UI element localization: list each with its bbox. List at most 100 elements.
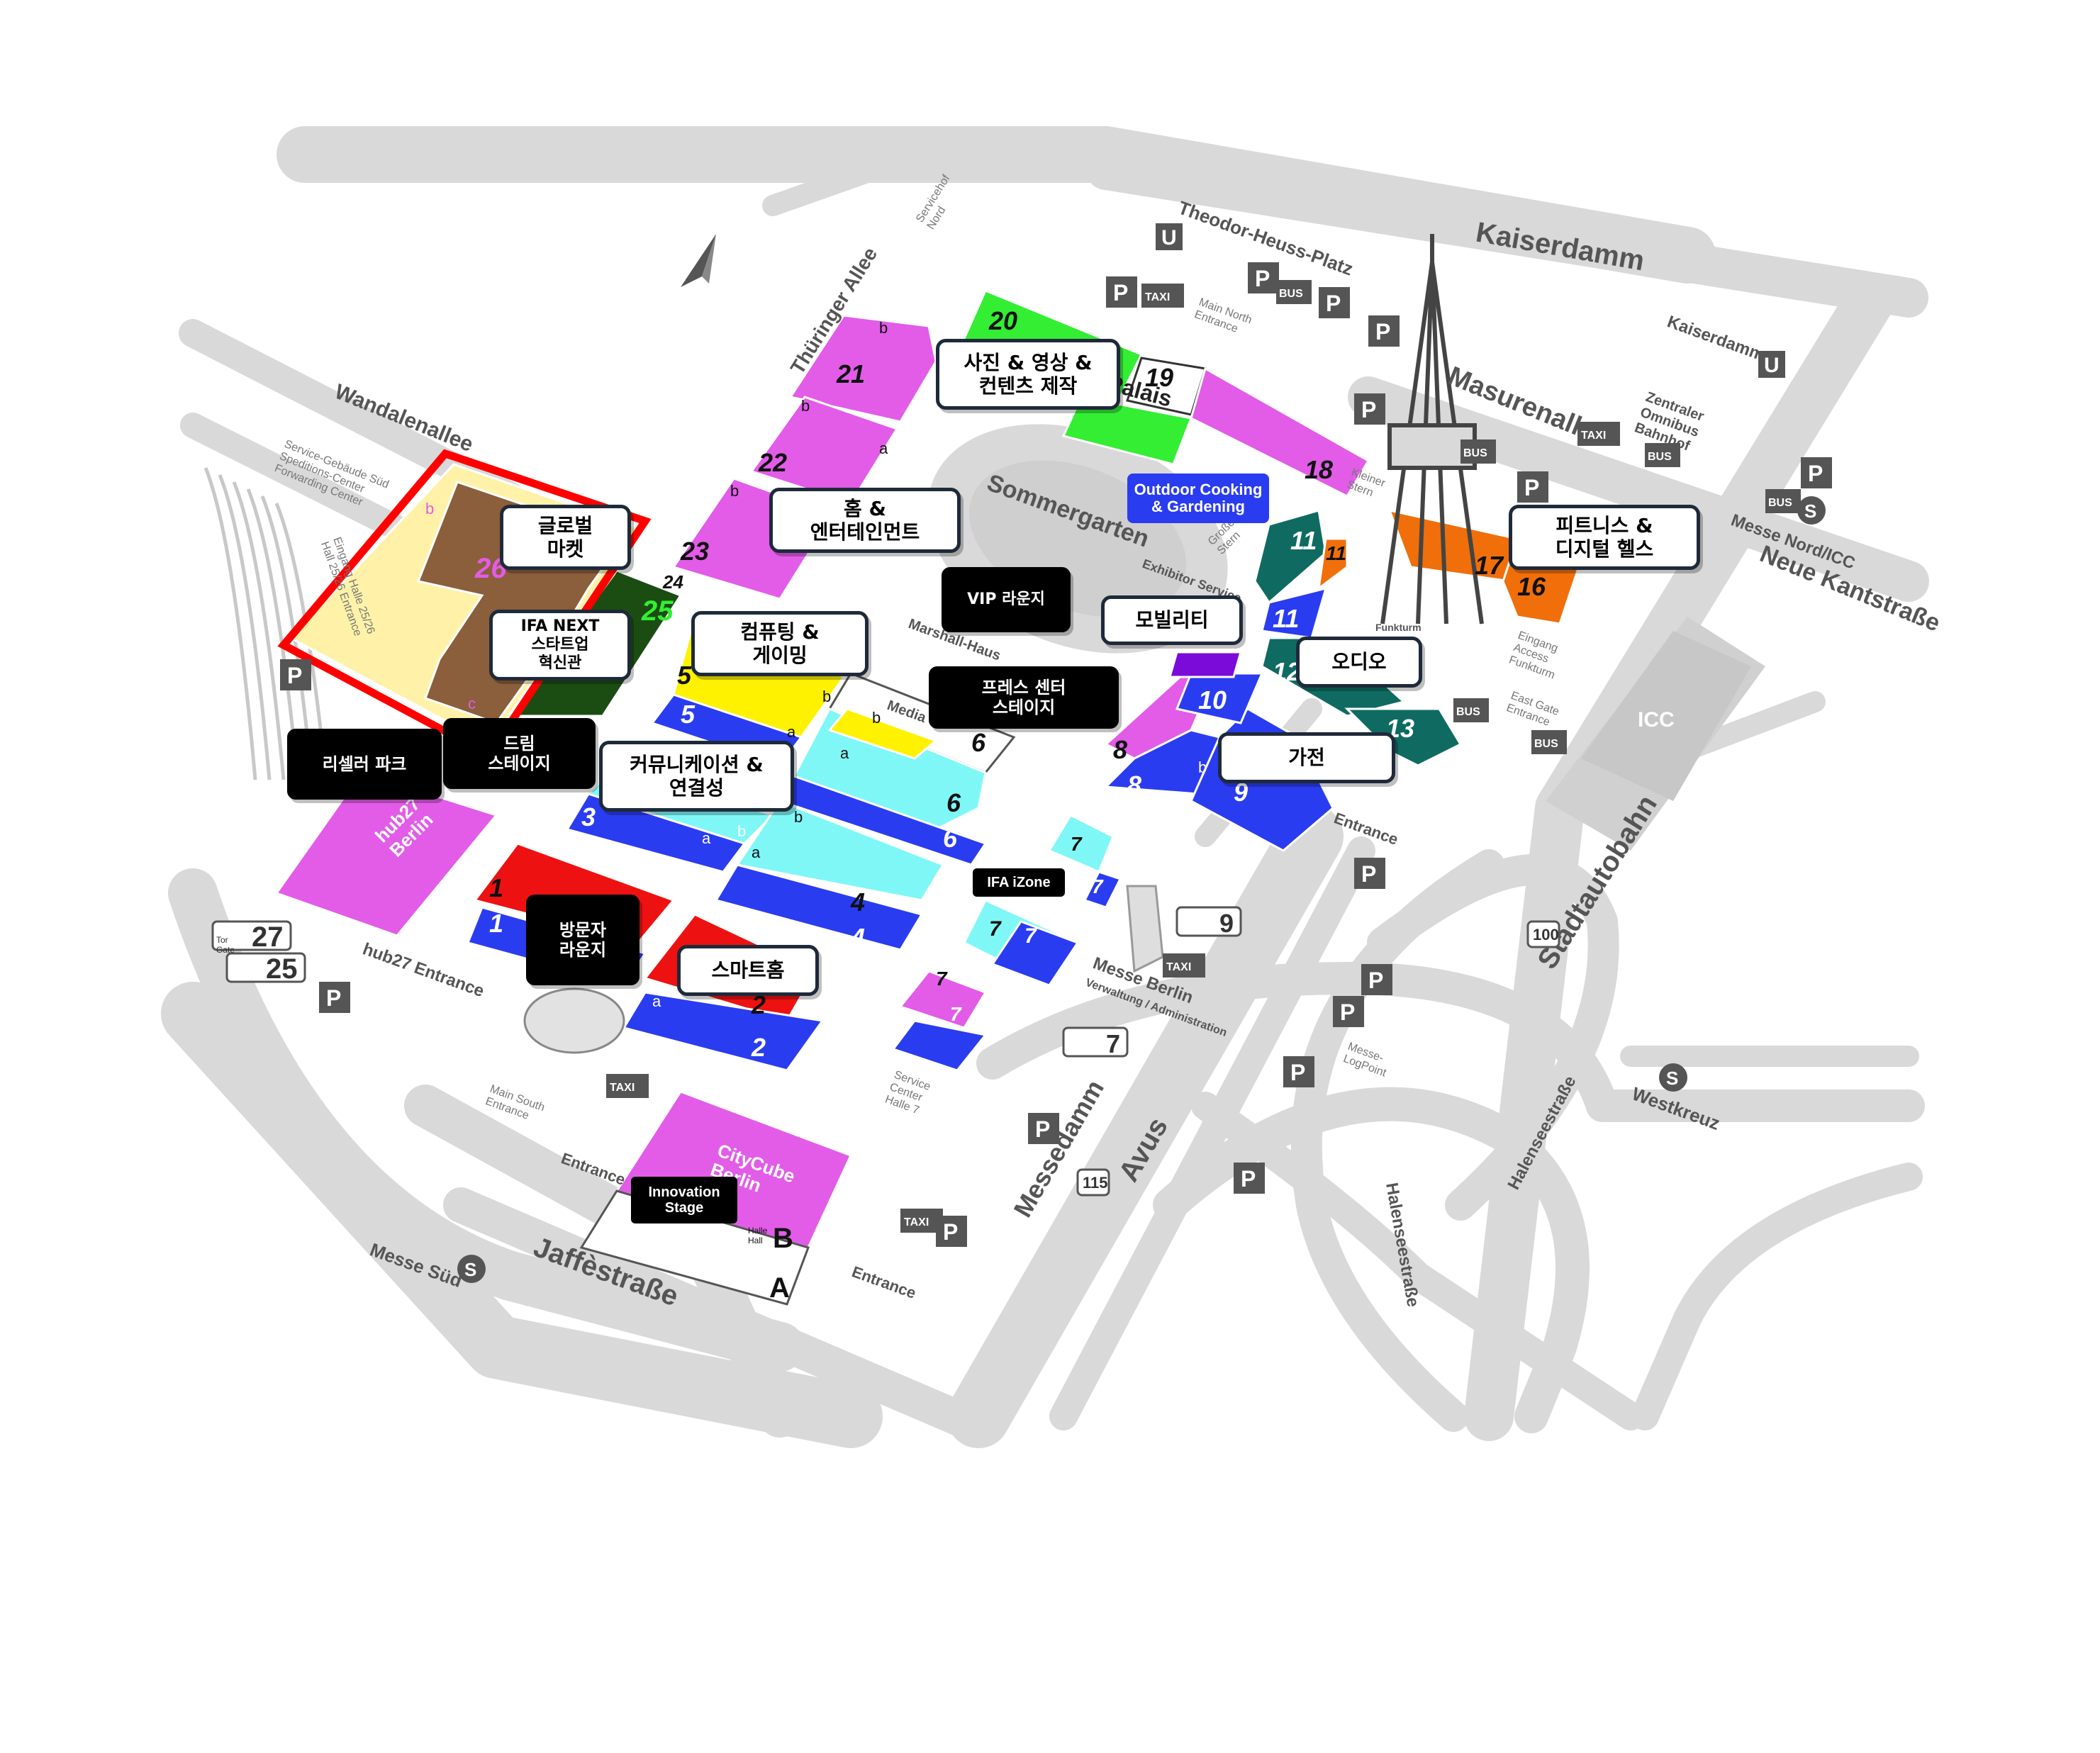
- letter-3a: a: [702, 829, 711, 847]
- callout-computing-gaming: 컴퓨팅 & 게이밍: [691, 611, 869, 676]
- parking-icon: P: [1028, 1113, 1059, 1144]
- parking-icon: P: [1248, 262, 1279, 293]
- transit-signs: P P P P P P P P P P P P P P P P TAXI TAX…: [280, 223, 1832, 1283]
- callout-visitor-lounge: 방문자 라운지: [526, 895, 640, 985]
- hall-4-2: [735, 800, 945, 902]
- svg-text:P: P: [287, 663, 302, 688]
- hall-7b-1: [990, 920, 1080, 987]
- num-24: 24: [662, 571, 683, 593]
- hub27: [274, 771, 498, 937]
- num-7c-1: 7: [1092, 875, 1104, 897]
- hall-number-labels: 26 25 24 23 22 21 20 19 18 17 16 11 11 1…: [474, 306, 1546, 1062]
- letter-22b: b: [801, 397, 810, 415]
- letter-26c: c: [468, 695, 476, 712]
- num-2-1: 2: [751, 1033, 766, 1062]
- ubahn-icon: U: [1758, 351, 1785, 378]
- callout-photo-video: 사진 & 영상 & 컨텐츠 제작: [936, 339, 1120, 410]
- num-2-2: 2: [751, 990, 766, 1019]
- bus-icon: BUS: [1276, 280, 1312, 304]
- halls: [274, 289, 1582, 1306]
- letter-5a: a: [787, 723, 796, 741]
- hall-7a-1: [891, 1019, 988, 1072]
- halle-a: A: [769, 1272, 790, 1304]
- callout-home-entertainment: 홈 & 엔터테인먼트: [769, 488, 961, 553]
- num-5-2: 5: [677, 661, 692, 690]
- num-22: 22: [758, 448, 787, 477]
- num-3-1: 3: [581, 802, 596, 831]
- innovation-stage-tag: Innovation Stage: [631, 1177, 737, 1223]
- svg-text:S: S: [1666, 1068, 1678, 1089]
- hall-18: [1190, 366, 1370, 498]
- ubahn-icon: U: [1156, 223, 1183, 250]
- svg-text:TAXI: TAXI: [904, 1216, 929, 1228]
- svg-text:TAXI: TAXI: [1166, 961, 1191, 973]
- north-arrow-icon: [681, 234, 716, 287]
- hall-7c-1: [1083, 870, 1122, 909]
- letter-3b: b: [737, 822, 746, 840]
- bus-icon: BUS: [1453, 698, 1489, 722]
- parking-icon: P: [280, 659, 311, 690]
- parking-icon: P: [1517, 471, 1548, 503]
- parking-icon: P: [1234, 1163, 1265, 1194]
- callout-smarthome: 스마트홈: [677, 945, 819, 996]
- svg-text:P: P: [326, 985, 341, 1011]
- svg-text:BUS: BUS: [1534, 738, 1558, 750]
- letter-22a: a: [879, 439, 888, 457]
- letter-5b: b: [822, 688, 831, 705]
- num-8: 8: [1113, 735, 1127, 764]
- num-7a: 7: [936, 968, 948, 990]
- parking-icon: P: [1319, 287, 1350, 318]
- num-9: 9: [1234, 778, 1248, 807]
- num-25: 25: [641, 595, 674, 627]
- road-115: 115: [1083, 1174, 1108, 1192]
- letter-21b: b: [879, 319, 888, 337]
- svg-text:U: U: [1161, 226, 1177, 250]
- num-20: 20: [988, 306, 1017, 335]
- gate-27: 27: [252, 922, 284, 953]
- letter-2a: a: [652, 992, 661, 1010]
- icc-building: [1581, 631, 1751, 801]
- svg-text:P: P: [1241, 1166, 1256, 1192]
- hall-7a: [898, 970, 988, 1029]
- hall-letter-labels: b b a b b c b a a b b a b a b a a: [425, 319, 1207, 1010]
- hall-21: [788, 314, 937, 423]
- gate-signs: 27 25 9 7: [211, 906, 1242, 1058]
- num-11: 11: [1290, 526, 1317, 555]
- hall-6-2: [792, 707, 987, 831]
- svg-text:P: P: [1035, 1116, 1050, 1142]
- num-4-2: 4: [850, 887, 865, 917]
- svg-text:P: P: [1255, 266, 1270, 291]
- taxi-icon: TAXI: [1141, 284, 1184, 308]
- road-100: 100: [1533, 926, 1559, 943]
- letter-9b: b: [1198, 758, 1207, 776]
- callout-dream-stage: 드림 스테이지: [443, 718, 596, 789]
- road-shields: 100 115: [1076, 920, 1560, 1197]
- svg-text:P: P: [1326, 291, 1341, 316]
- sbahn-icon: S: [457, 1255, 486, 1283]
- num-10: 10: [1198, 685, 1227, 715]
- letter-9a: a: [1170, 787, 1179, 805]
- hall-11-1: [1317, 537, 1348, 591]
- gate-25: 25: [266, 953, 298, 985]
- svg-text:TAXI: TAXI: [610, 1082, 635, 1094]
- taxi-icon: TAXI: [1163, 953, 1205, 978]
- parking-icon: P: [1368, 315, 1400, 347]
- taxi-icon: TAXI: [900, 1209, 943, 1233]
- rail-tracks: [203, 467, 328, 780]
- parking-icon: P: [1354, 393, 1385, 425]
- letter-23b: b: [730, 482, 739, 500]
- svg-text:P: P: [1290, 1060, 1305, 1085]
- svg-text:BUS: BUS: [1456, 706, 1480, 718]
- bus-icon: BUS: [1645, 443, 1680, 467]
- letter-6b: b: [872, 709, 881, 727]
- hall-10: [1175, 672, 1264, 724]
- num-1-2: 1: [489, 873, 503, 902]
- num-18: 18: [1305, 455, 1333, 484]
- bus-icon: BUS: [1531, 730, 1567, 754]
- callout-appliances: 가전: [1218, 732, 1395, 783]
- svg-text:TAXI: TAXI: [1145, 291, 1170, 303]
- letter-4b: b: [794, 808, 803, 826]
- funkturm-tower: [1380, 234, 1484, 625]
